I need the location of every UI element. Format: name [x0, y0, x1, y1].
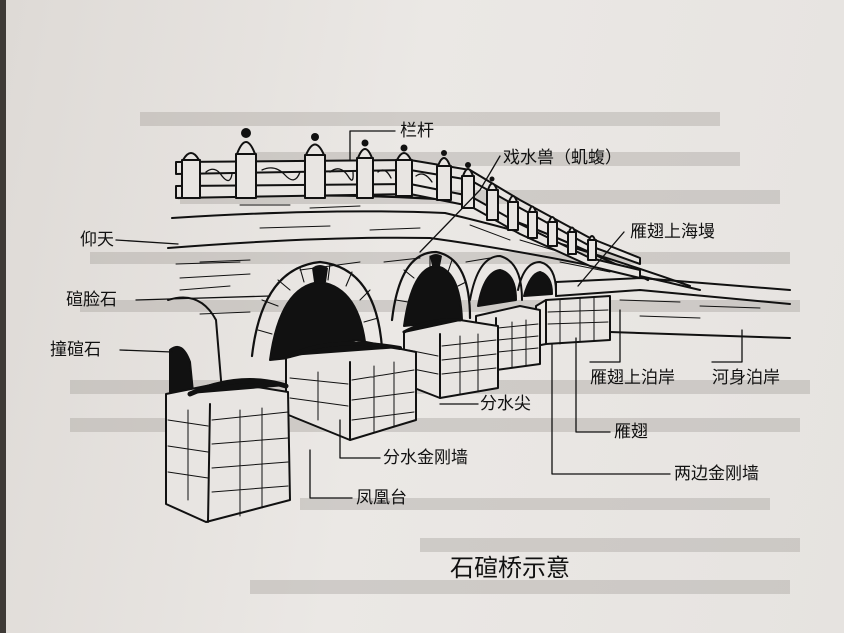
embankment [555, 277, 791, 339]
leader-lines [115, 130, 743, 499]
label-yanchi-haiman: 雁翅上海墁 [630, 222, 715, 242]
label-heshen-boan: 河身泊岸 [712, 368, 780, 388]
label-yanchi: 雁翅 [614, 422, 648, 442]
label-fenghuangtai: 凤凰台 [356, 488, 407, 508]
label-liangbian-jingangqiang: 两边金刚墙 [674, 464, 759, 484]
arches [167, 250, 557, 393]
label-xishuishou: 戏水兽（虮蝮） [503, 148, 622, 168]
label-yangtian: 仰天 [80, 230, 114, 250]
label-xuanlianshi: 碹脸石 [66, 290, 117, 310]
figure-caption: 石碹桥示意 [450, 554, 570, 582]
label-zhuangxuanshi: 撞碹石 [50, 340, 101, 360]
piers [165, 295, 611, 523]
label-fenshuijian: 分水尖 [480, 394, 531, 414]
label-langan: 栏杆 [400, 121, 434, 141]
label-yanchi-boan: 雁翅上泊岸 [590, 368, 675, 388]
balustrade [175, 128, 641, 279]
label-fenshui-jingangqiang: 分水金刚墙 [383, 448, 468, 468]
